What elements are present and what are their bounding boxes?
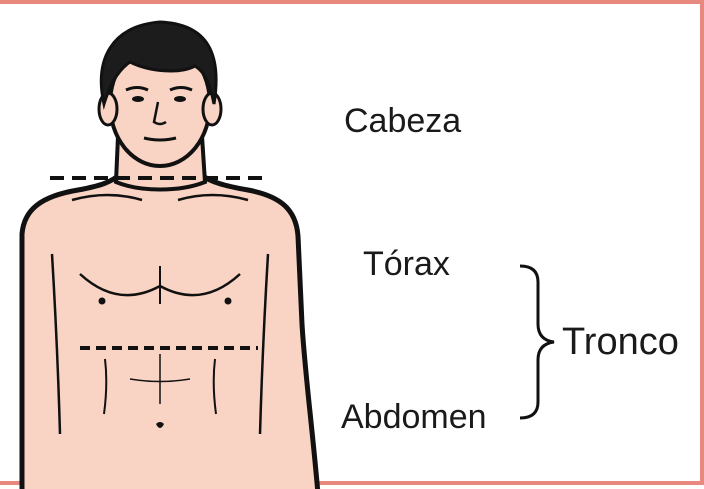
label-abdomen: Abdomen bbox=[341, 400, 487, 434]
left-eye bbox=[132, 96, 144, 102]
label-trunk: Tronco bbox=[562, 323, 679, 361]
right-nipple bbox=[225, 298, 232, 305]
torso-body bbox=[22, 164, 318, 489]
label-thorax: Tórax bbox=[363, 247, 450, 281]
left-nipple bbox=[99, 298, 106, 305]
right-eye bbox=[174, 96, 186, 102]
trunk-bracket bbox=[520, 266, 554, 418]
label-head: Cabeza bbox=[344, 104, 461, 138]
